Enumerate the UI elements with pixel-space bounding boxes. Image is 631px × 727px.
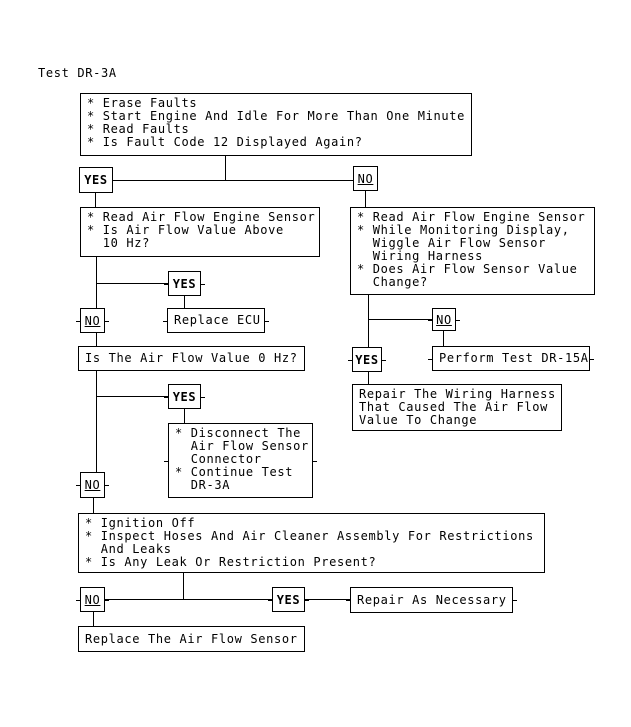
connector-line: [105, 599, 272, 600]
connector-line: [93, 498, 94, 513]
connector-line: [96, 283, 168, 284]
connector-line: [225, 156, 226, 181]
node-repair-wiring-harness: Repair The Wiring Harness That Caused Th…: [352, 384, 562, 431]
yes-tag-fault-code: YES: [79, 167, 113, 193]
yes-tag-value-above: YES: [164, 271, 205, 296]
no-tag-value-above: NO: [76, 308, 109, 333]
node-replace-ecu: Replace ECU: [163, 308, 269, 333]
yes-tag-value-change: YES: [348, 347, 386, 372]
connector-line: [93, 612, 94, 626]
no-tag-zero-hz: NO: [76, 472, 109, 498]
no-tag-leak-present: NO: [76, 587, 109, 612]
connector-line: [184, 409, 185, 423]
connector-line: [95, 193, 96, 207]
connector-line: [305, 599, 350, 600]
connector-line: [365, 191, 366, 207]
no-tag-fault-code: NO: [353, 166, 378, 191]
connector-line: [183, 573, 184, 600]
node-repair-as-necessary: Repair As Necessary: [346, 587, 517, 613]
node-perform-test-dr15a: Perform Test DR-15A: [428, 346, 594, 371]
node-wiggle-harness: * Read Air Flow Engine Sensor * While Mo…: [350, 207, 595, 295]
connector-line: [368, 319, 432, 320]
connector-line: [113, 180, 353, 181]
node-airflow-zero-question: Is The Air Flow Value 0 Hz?: [78, 346, 305, 371]
node-read-airflow-value: * Read Air Flow Engine Sensor * Is Air F…: [80, 207, 320, 257]
node-inspect-hoses: * Ignition Off * Inspect Hoses And Air C…: [78, 513, 545, 573]
connector-line: [368, 295, 369, 347]
connector-line: [96, 396, 168, 397]
node-disconnect-sensor: * Disconnect The Air Flow Sensor Connect…: [164, 423, 317, 498]
node-fault-code-check: * Erase Faults * Start Engine And Idle F…: [80, 93, 472, 156]
connector-line: [368, 372, 369, 384]
node-replace-airflow-sensor: Replace The Air Flow Sensor: [78, 626, 305, 652]
connector-line: [96, 333, 97, 346]
connector-line: [96, 257, 97, 308]
flowchart-title: Test DR-3A: [38, 66, 117, 80]
no-tag-value-change: NO: [428, 308, 460, 331]
connector-line: [184, 296, 185, 308]
connector-line: [96, 371, 97, 472]
yes-tag-leak-present: YES: [268, 587, 309, 612]
connector-line: [443, 331, 444, 346]
yes-tag-zero-hz: YES: [164, 384, 205, 409]
